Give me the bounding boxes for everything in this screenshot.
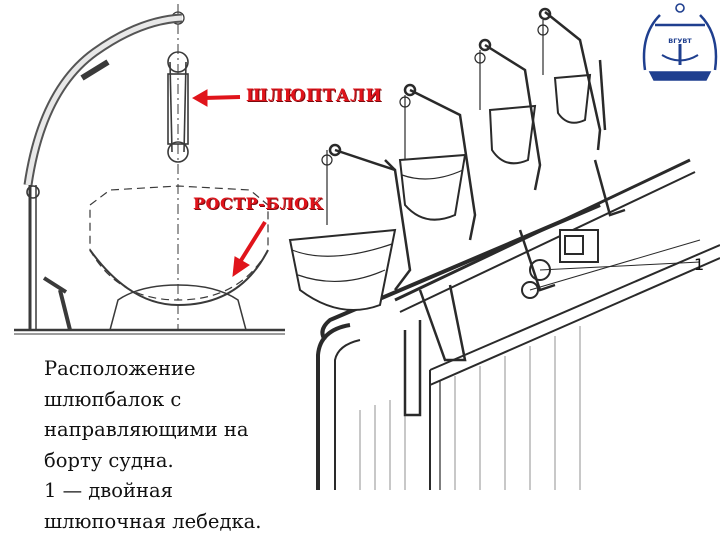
- caption-line: шлюпбалок с: [44, 387, 182, 411]
- figure-caption: Расположение шлюпбалок с направляющими н…: [44, 354, 334, 537]
- caption-line: 1 — двойная: [44, 479, 173, 502]
- lifeboat-1: [288, 228, 397, 311]
- callout-number: 1: [694, 255, 705, 274]
- university-logo: [642, 3, 718, 81]
- lifeboat-2: [398, 153, 467, 221]
- support-legs: [403, 159, 626, 417]
- logo-text: ВГУВТ: [668, 37, 692, 45]
- double-winch: [521, 229, 701, 299]
- caption-line: направляющими на: [44, 418, 249, 441]
- davit-side-view: [14, 4, 285, 335]
- label-davit-falls: ШЛЮПТАЛИ: [246, 86, 383, 106]
- caption-line: борту судна.: [44, 448, 174, 472]
- lifeboat-3: [488, 104, 537, 165]
- caption-line: шлюпочная лебедка.: [44, 509, 262, 533]
- falls: [321, 20, 549, 225]
- label-arrows: [191, 89, 267, 278]
- davit-frames: [328, 7, 607, 291]
- lifeboat-4: [553, 73, 592, 124]
- davit-row-perspective: [288, 7, 720, 490]
- caption-line: Расположение: [44, 357, 196, 380]
- label-fall-block: РОСТР-БЛОК: [193, 194, 324, 213]
